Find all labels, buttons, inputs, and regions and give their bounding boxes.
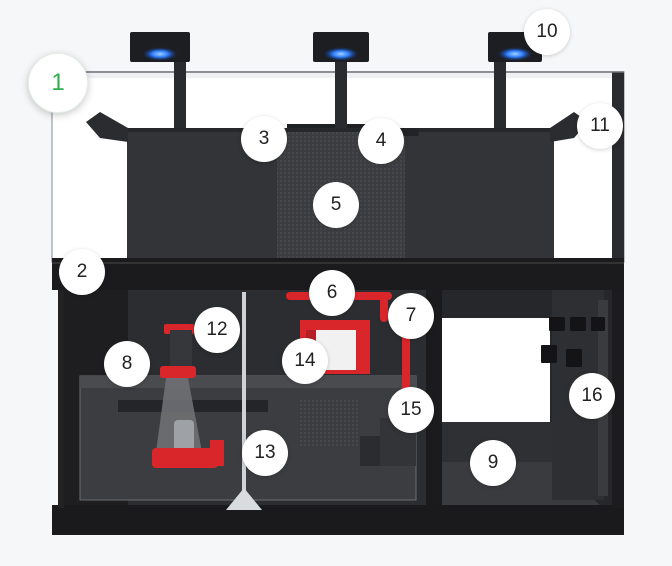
sump-divider xyxy=(226,292,262,510)
led-fixture xyxy=(130,32,190,128)
hotspot-marker-9[interactable]: 9 xyxy=(470,440,516,486)
hotspot-marker-11[interactable]: 11 xyxy=(577,103,623,149)
protein-skimmer xyxy=(152,324,224,468)
hotspot-marker-2[interactable]: 2 xyxy=(59,249,105,295)
hotspot-marker-6[interactable]: 6 xyxy=(309,270,355,316)
hotspot-marker-1[interactable]: 1 xyxy=(28,53,88,113)
hotspot-marker-3[interactable]: 3 xyxy=(241,116,287,162)
hotspot-marker-8[interactable]: 8 xyxy=(104,341,150,387)
hotspot-marker-4[interactable]: 4 xyxy=(358,118,404,164)
hotspot-marker-13[interactable]: 13 xyxy=(242,430,288,476)
hotspot-marker-5[interactable]: 5 xyxy=(313,182,359,228)
hotspot-marker-10[interactable]: 10 xyxy=(524,9,570,55)
led-fixture xyxy=(313,32,369,128)
led-lights xyxy=(130,32,542,128)
hotspot-marker-15[interactable]: 15 xyxy=(388,387,434,433)
hotspot-marker-14[interactable]: 14 xyxy=(282,338,328,384)
hotspot-marker-12[interactable]: 12 xyxy=(194,307,240,353)
hotspot-marker-16[interactable]: 16 xyxy=(569,373,615,419)
hotspot-marker-7[interactable]: 7 xyxy=(388,293,434,339)
